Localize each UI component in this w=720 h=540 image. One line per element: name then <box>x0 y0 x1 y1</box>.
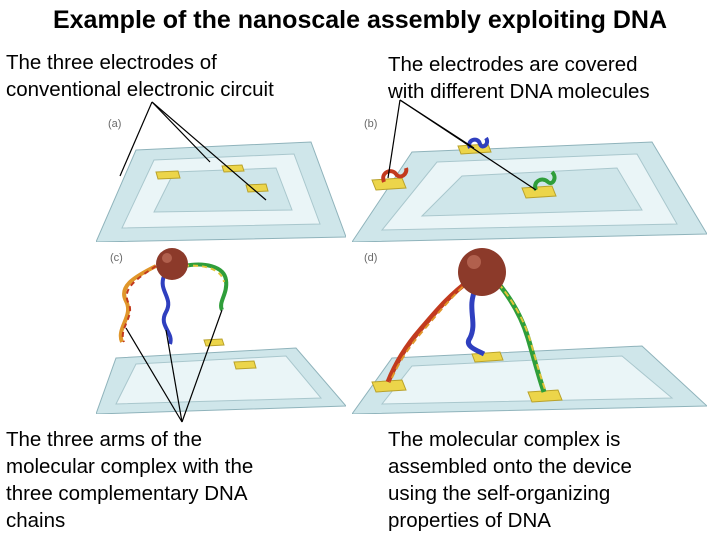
panel-d-assembled-device: (d) <box>352 246 707 414</box>
caption-electrodes: The three electrodes of conventional ele… <box>6 51 274 101</box>
panel-b-dna-electrodes: (b) <box>352 112 707 242</box>
panel-a-label: (a) <box>108 118 122 130</box>
slide-title: Example of the nanoscale assembly exploi… <box>52 6 668 34</box>
caption-dna-covered: The electrodes are covered with differen… <box>388 53 650 103</box>
panel-c-molecular-complex: (c) <box>96 246 346 414</box>
device-d-illustration <box>352 248 707 414</box>
panel-a-electrodes: (a) <box>96 112 346 242</box>
complex-c-illustration <box>96 248 346 414</box>
chip-a-illustration <box>96 141 346 242</box>
caption-self-assembly: The molecular complex is assembled onto … <box>388 428 632 532</box>
caption-three-arms: The three arms of the molecular complex … <box>6 428 254 532</box>
panel-c-label: (c) <box>110 252 123 264</box>
panel-d-label: (d) <box>364 252 378 264</box>
chip-b-illustration <box>352 136 707 242</box>
panel-b-label: (b) <box>364 118 378 130</box>
